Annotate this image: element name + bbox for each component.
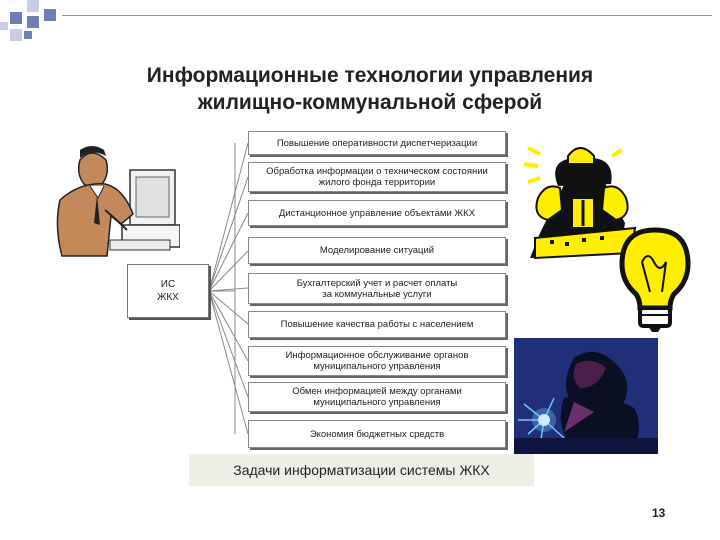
task-box: Обмен информацией между органами муницип…: [248, 382, 506, 412]
task-box: Дистанционное управление объектами ЖКХ: [248, 200, 506, 226]
task-label: Дистанционное управление объектами ЖКХ: [278, 207, 476, 219]
factory-worker-clipart: [523, 146, 637, 260]
is-zhkh-label: ИС ЖКХ: [157, 279, 179, 303]
title-line-2: жилищно-коммунальной сферой: [197, 91, 543, 114]
task-label: Повышение оперативности диспетчеризации: [276, 137, 478, 149]
office-worker-clipart: [56, 146, 180, 257]
task-label: Повышение качества работы с населением: [280, 319, 474, 330]
task-box: Экономия бюджетных средств: [248, 420, 506, 448]
task-box: Повышение качества работы с населением: [248, 311, 506, 338]
task-label: Обработка информации о техническом состо…: [266, 166, 488, 188]
task-label: Экономия бюджетных средств: [309, 428, 445, 440]
task-label: Информационное обслуживание органов муни…: [285, 350, 469, 372]
task-box: Моделирование ситуаций: [248, 237, 506, 264]
page-number: 13: [652, 506, 666, 520]
task-label: Моделирование ситуаций: [319, 245, 435, 256]
diagram-caption: Задачи информатизации системы ЖКХ: [189, 454, 534, 486]
slide-title: Информационные технологии управления жил…: [60, 62, 680, 116]
task-label: Обмен информацией между органами муницип…: [292, 386, 462, 408]
is-zhkh-node: ИС ЖКХ: [127, 264, 209, 318]
task-box: Повышение оперативности диспетчеризации: [248, 131, 506, 155]
task-box: Информационное обслуживание органов муни…: [248, 346, 506, 376]
task-box: Бухгалтерский учет и расчет оплаты за ко…: [248, 273, 506, 304]
caption-text: Задачи информатизации системы ЖКХ: [233, 462, 490, 478]
task-label: Бухгалтерский учет и расчет оплаты за ко…: [296, 277, 458, 300]
welder-clipart: [514, 338, 658, 454]
task-box: Обработка информации о техническом состо…: [248, 162, 506, 192]
title-line-1: Информационные технологии управления: [146, 64, 594, 87]
light-bulb-clipart: [619, 227, 691, 332]
